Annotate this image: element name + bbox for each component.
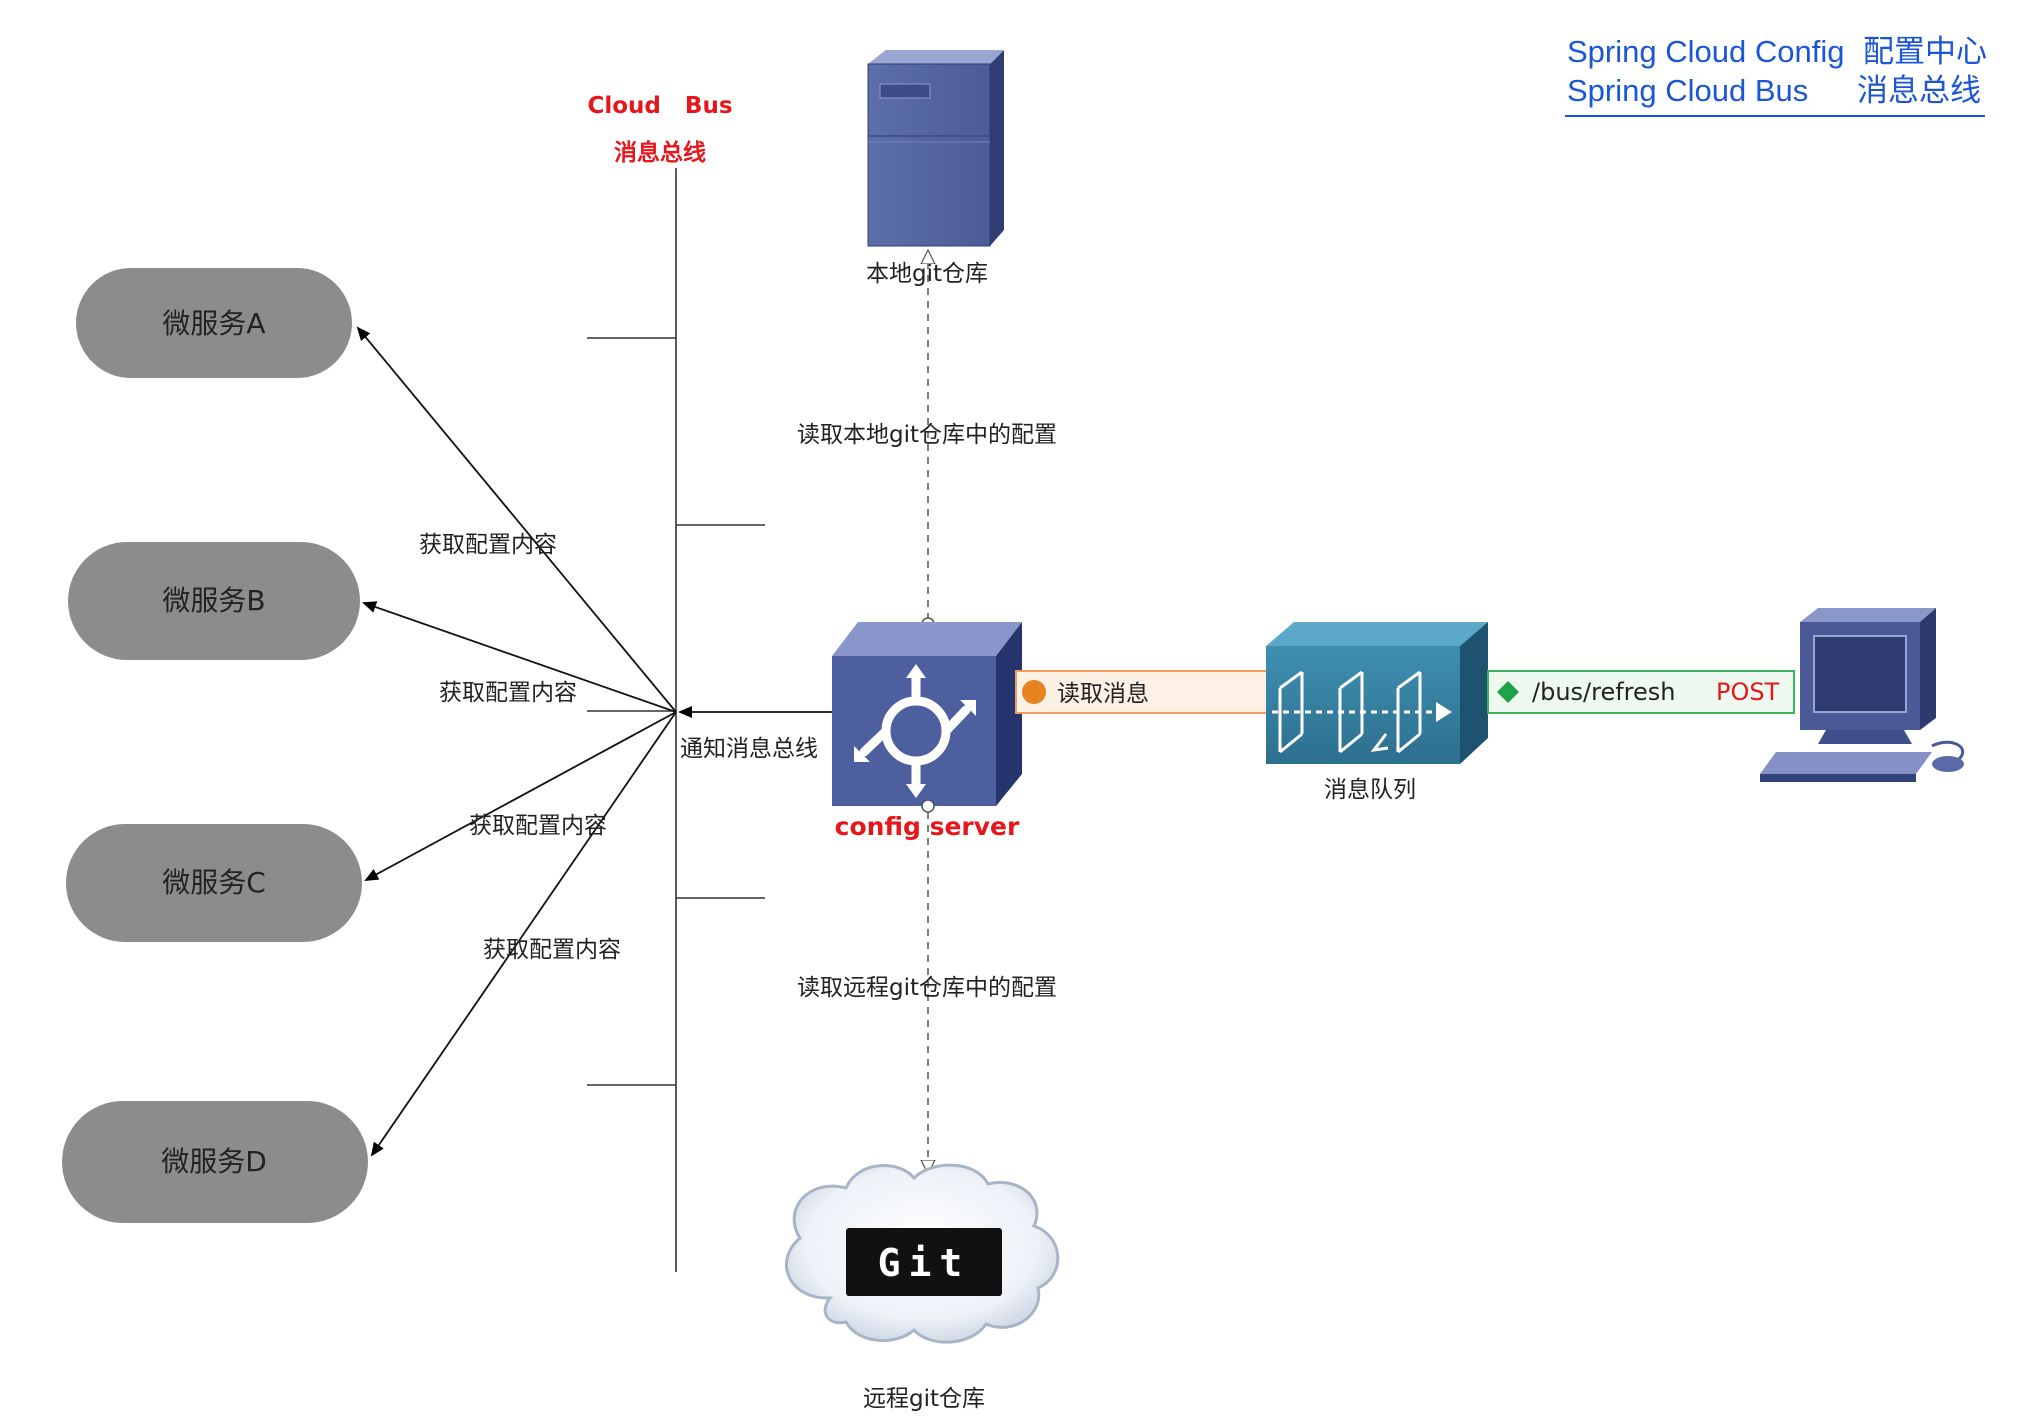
bus-title-en: Cloud Bus (587, 93, 732, 119)
service-a-shape (76, 268, 352, 378)
legend-bus-en: Spring Cloud Bus (1567, 73, 1808, 108)
message-bus-line (587, 168, 765, 1272)
service-b-shape (68, 542, 360, 660)
refresh-method: POST (1716, 678, 1780, 706)
read-remote-git-label: 读取远程git仓库中的配置 (797, 975, 1057, 1001)
remote-git-connector-dot (921, 799, 935, 813)
service-a-label: 微服务A (162, 307, 265, 340)
service-d[interactable]: 微服务D (62, 1101, 368, 1223)
read-local-git-label: 读取本地git仓库中的配置 (797, 422, 1057, 448)
fetch-label-c: 获取配置内容 (469, 813, 607, 839)
fetch-label-d: 获取配置内容 (483, 937, 621, 963)
git-logo-box (846, 1228, 1002, 1296)
legend-bus-cn: 消息总线 (1857, 73, 1981, 109)
message-queue-label: 消息队列 (1324, 777, 1416, 803)
remote-git-label: 远程git仓库 (863, 1386, 985, 1412)
arrow-to-service-d (370, 711, 677, 1157)
fetch-label-a: 获取配置内容 (419, 532, 557, 558)
message-queue-icon (1266, 622, 1488, 764)
refresh-connector: /bus/refresh POST (1487, 670, 1795, 714)
bus-title-cn: 消息总线 (614, 139, 706, 166)
microservices: 微服务A 微服务B 微服务C 微服务D (62, 268, 368, 1223)
read-message-dot-icon (1022, 680, 1046, 704)
service-b[interactable]: 微服务B (68, 542, 360, 660)
server-tower-icon (867, 50, 1004, 247)
service-c-shape (66, 824, 362, 942)
service-c-label: 微服务C (162, 866, 266, 899)
service-b-label: 微服务B (162, 584, 265, 617)
switch-icon (832, 622, 1022, 806)
refresh-path: /bus/refresh (1532, 678, 1676, 706)
fetch-label-b: 获取配置内容 (439, 680, 577, 706)
legend-config-en: Spring Cloud Config (1567, 34, 1844, 69)
fetch-arrows (356, 326, 677, 1157)
local-git-label: 本地git仓库 (866, 261, 988, 287)
service-c[interactable]: 微服务C (66, 824, 362, 942)
legend: Spring Cloud Config 配置中心 Spring Cloud Bu… (1565, 34, 1987, 117)
service-d-shape (62, 1101, 368, 1223)
read-message-label: 读取消息 (1057, 681, 1149, 707)
legend-config-cn: 配置中心 (1863, 34, 1987, 70)
arrow-to-service-b (362, 601, 677, 713)
read-message-connector: 读取消息 (1015, 670, 1269, 714)
arrow-to-service-c (364, 711, 677, 881)
git-logo-text: Git (878, 1241, 971, 1285)
computer-icon[interactable] (1760, 608, 1965, 782)
service-a[interactable]: 微服务A (76, 268, 352, 378)
arrow-to-service-a (356, 326, 677, 713)
refresh-diamond-icon (1497, 681, 1519, 703)
notify-bus-label: 通知消息总线 (680, 736, 818, 762)
service-d-label: 微服务D (161, 1145, 267, 1178)
cloud-icon: Git (785, 1163, 1060, 1344)
